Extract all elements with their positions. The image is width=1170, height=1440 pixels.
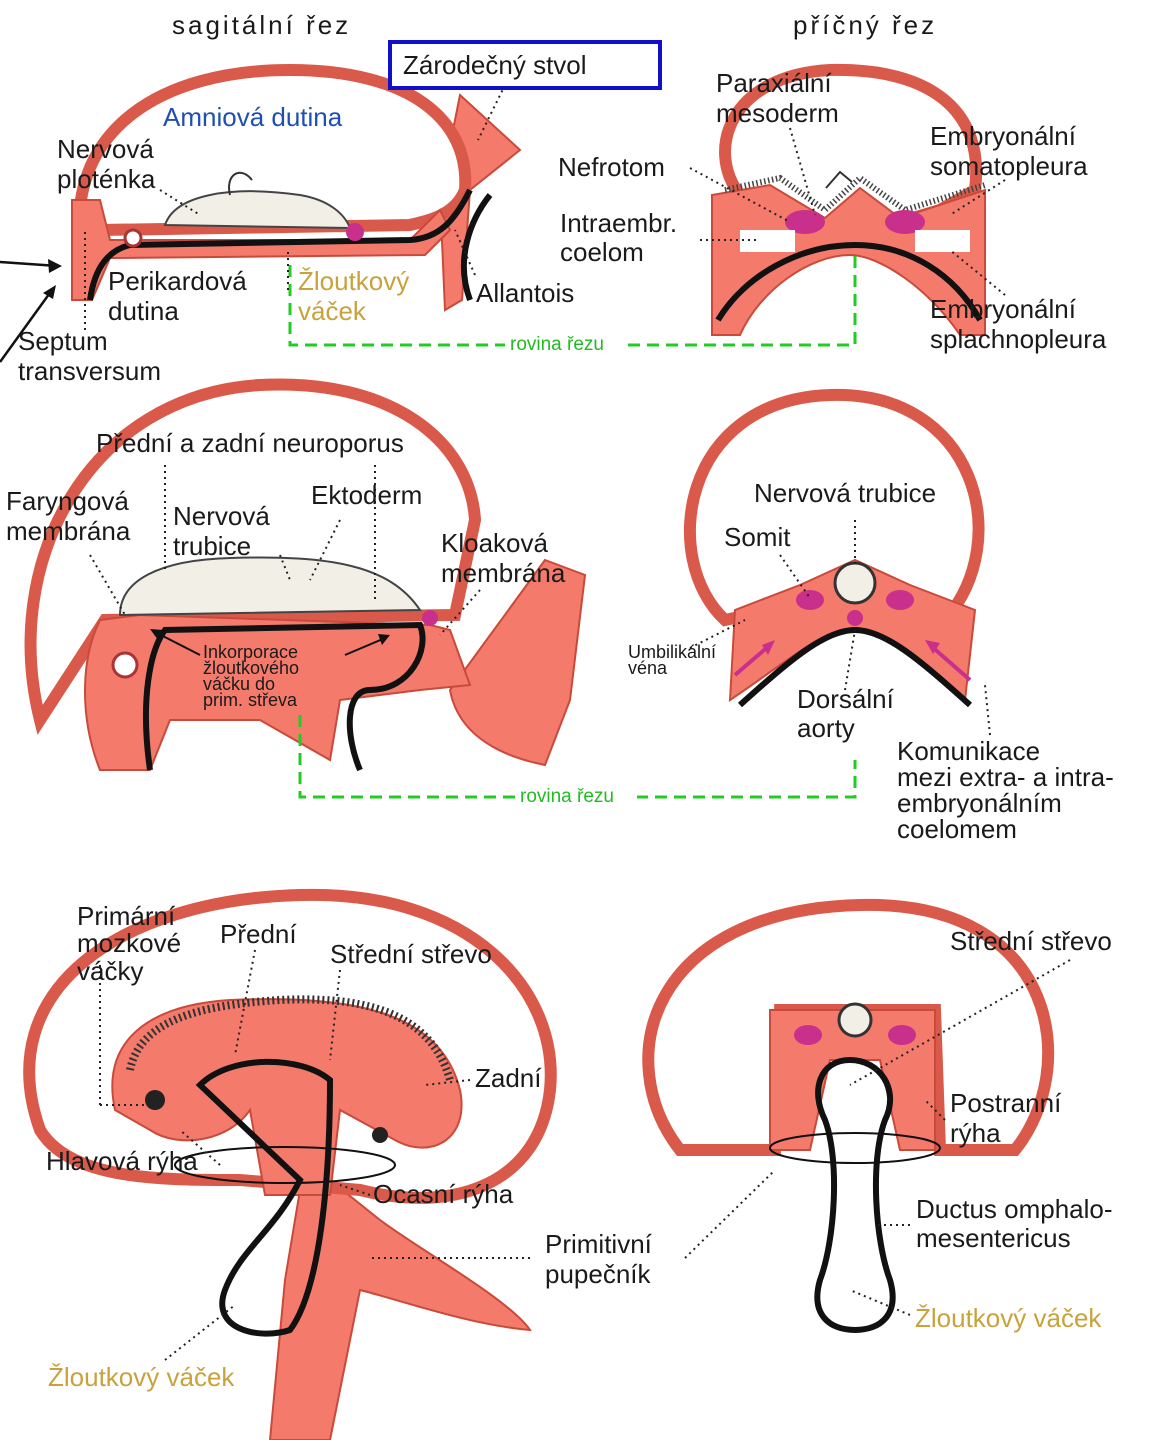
- somit-label: Somit: [724, 522, 791, 552]
- lateral-fold-label-1: Postranní: [950, 1088, 1062, 1118]
- midgut-tr-label: Střední střevo: [950, 926, 1112, 956]
- row3-transverse-gut-duct: [817, 1060, 892, 1330]
- umbilical-cord-label-1: Primitivní: [545, 1229, 653, 1259]
- somatopleura-label-1: Embryonální: [930, 121, 1077, 151]
- leader-aorta: [845, 630, 855, 690]
- leader-communication: [985, 685, 990, 735]
- heading-transverse: příčný řez: [793, 10, 937, 40]
- lateral-fold-label-2: rýha: [950, 1118, 1001, 1148]
- nephrotome-label: Nefrotom: [558, 152, 665, 182]
- paraxial-label-2: mesoderm: [716, 98, 839, 128]
- tail-fold-label: Ocasní rýha: [373, 1179, 514, 1209]
- brain-vesicle-dot: [145, 1090, 165, 1110]
- yolk-sac-left-label: Žloutkový váček: [48, 1362, 235, 1392]
- tail-dot: [372, 1127, 388, 1143]
- splanchnopleura-label-2: splachnopleura: [930, 324, 1107, 354]
- amnion-label: Amniová dutina: [163, 102, 343, 132]
- cloacal-label-1: Kloaková: [441, 528, 548, 558]
- hind-label: Zadní: [475, 1063, 542, 1093]
- septum-label-2: transversum: [18, 356, 161, 386]
- fore-label: Přední: [220, 919, 297, 949]
- neuropores-label: Přední a zadní neuroporus: [96, 428, 404, 458]
- somatopleura-label-2: somatopleura: [930, 151, 1088, 181]
- pharyngeal-label-2: membrána: [6, 516, 131, 546]
- row2-pericardial-dot: [113, 653, 137, 677]
- brain-vesicles-label-1: Primární: [77, 901, 176, 931]
- leader-yolk-right: [850, 1290, 910, 1315]
- right-somite: [886, 590, 914, 610]
- neural-tube-cross-section: [835, 563, 875, 603]
- right-coelom-space: [915, 230, 970, 252]
- yolk-sac-label-2: váček: [298, 296, 367, 326]
- allantois-label: Allantois: [476, 278, 574, 308]
- left-somite: [796, 590, 824, 610]
- arrow-head-2-icon: [43, 285, 56, 299]
- umbilical-label-2: véna: [628, 658, 668, 678]
- row2-cloacal-dot: [422, 610, 438, 626]
- splanchnopleura-label-1: Embryonální: [930, 294, 1077, 324]
- pericardial-label-2: dutina: [108, 296, 179, 326]
- cut-plane-label-2: rovina řezu: [520, 786, 614, 807]
- paraxial-label-1: Paraxiální: [716, 68, 832, 98]
- row2-connecting-stalk: [450, 560, 585, 765]
- row3-left-somite: [794, 1025, 822, 1045]
- neural-tube-tr-label: Nervová trubice: [754, 478, 936, 508]
- yolk-sac-right-label: Žloutkový váček: [915, 1303, 1102, 1333]
- midgut-label: Střední střevo: [330, 939, 492, 969]
- pericardial-cavity-dot: [125, 230, 141, 246]
- neural-plate-label-2: ploténka: [57, 164, 156, 194]
- pharyngeal-label-1: Faryngová: [6, 486, 129, 516]
- yolk-sac-label-1: Žloutkový: [298, 266, 409, 296]
- cloacal-label-2: membrána: [441, 558, 566, 588]
- coelom-label-2: coelom: [560, 237, 644, 267]
- head-fold-label: Hlavová rýha: [46, 1146, 198, 1176]
- umbilical-cord-tissue: [270, 1180, 530, 1440]
- row3-neural-tube-cross-section: [839, 1004, 871, 1036]
- ectoderm-label: Ektoderm: [311, 480, 422, 510]
- communication-label-4: coelomem: [897, 814, 1017, 844]
- duct-label-1: Ductus omphalo-: [916, 1194, 1113, 1224]
- leader-cord-right: [685, 1170, 775, 1258]
- brain-vesicles-label-3: váčky: [77, 956, 143, 986]
- aorta-label-2: aorty: [797, 713, 855, 743]
- coelom-label-1: Intraembr.: [560, 208, 677, 238]
- aorta-label-1: Dorsální: [797, 684, 895, 714]
- duct-label-2: mesentericus: [916, 1223, 1071, 1253]
- row3-right-somite: [888, 1025, 916, 1045]
- arrow-head-1-icon: [48, 259, 62, 273]
- neural-plate-label-1: Nervová: [57, 134, 154, 164]
- cloacal-dot: [346, 223, 364, 241]
- pericardial-label-1: Perikardová: [108, 266, 247, 296]
- brain-vesicles-label-2: mozkové: [77, 928, 181, 958]
- cut-plane-label-1: rovina řezu: [510, 334, 604, 355]
- septum-label-1: Septum: [18, 326, 108, 356]
- neural-tube-label-2: trubice: [173, 531, 251, 561]
- incorporation-label-4: prim. střeva: [203, 690, 298, 710]
- neural-tube-label-1: Nervová: [173, 501, 270, 531]
- notochord-dot: [847, 610, 863, 626]
- umbilical-cord-label-2: pupečník: [545, 1259, 652, 1289]
- heading-sagittal: sagitální řez: [172, 10, 351, 40]
- connecting-stalk-label: Zárodečný stvol: [403, 50, 587, 80]
